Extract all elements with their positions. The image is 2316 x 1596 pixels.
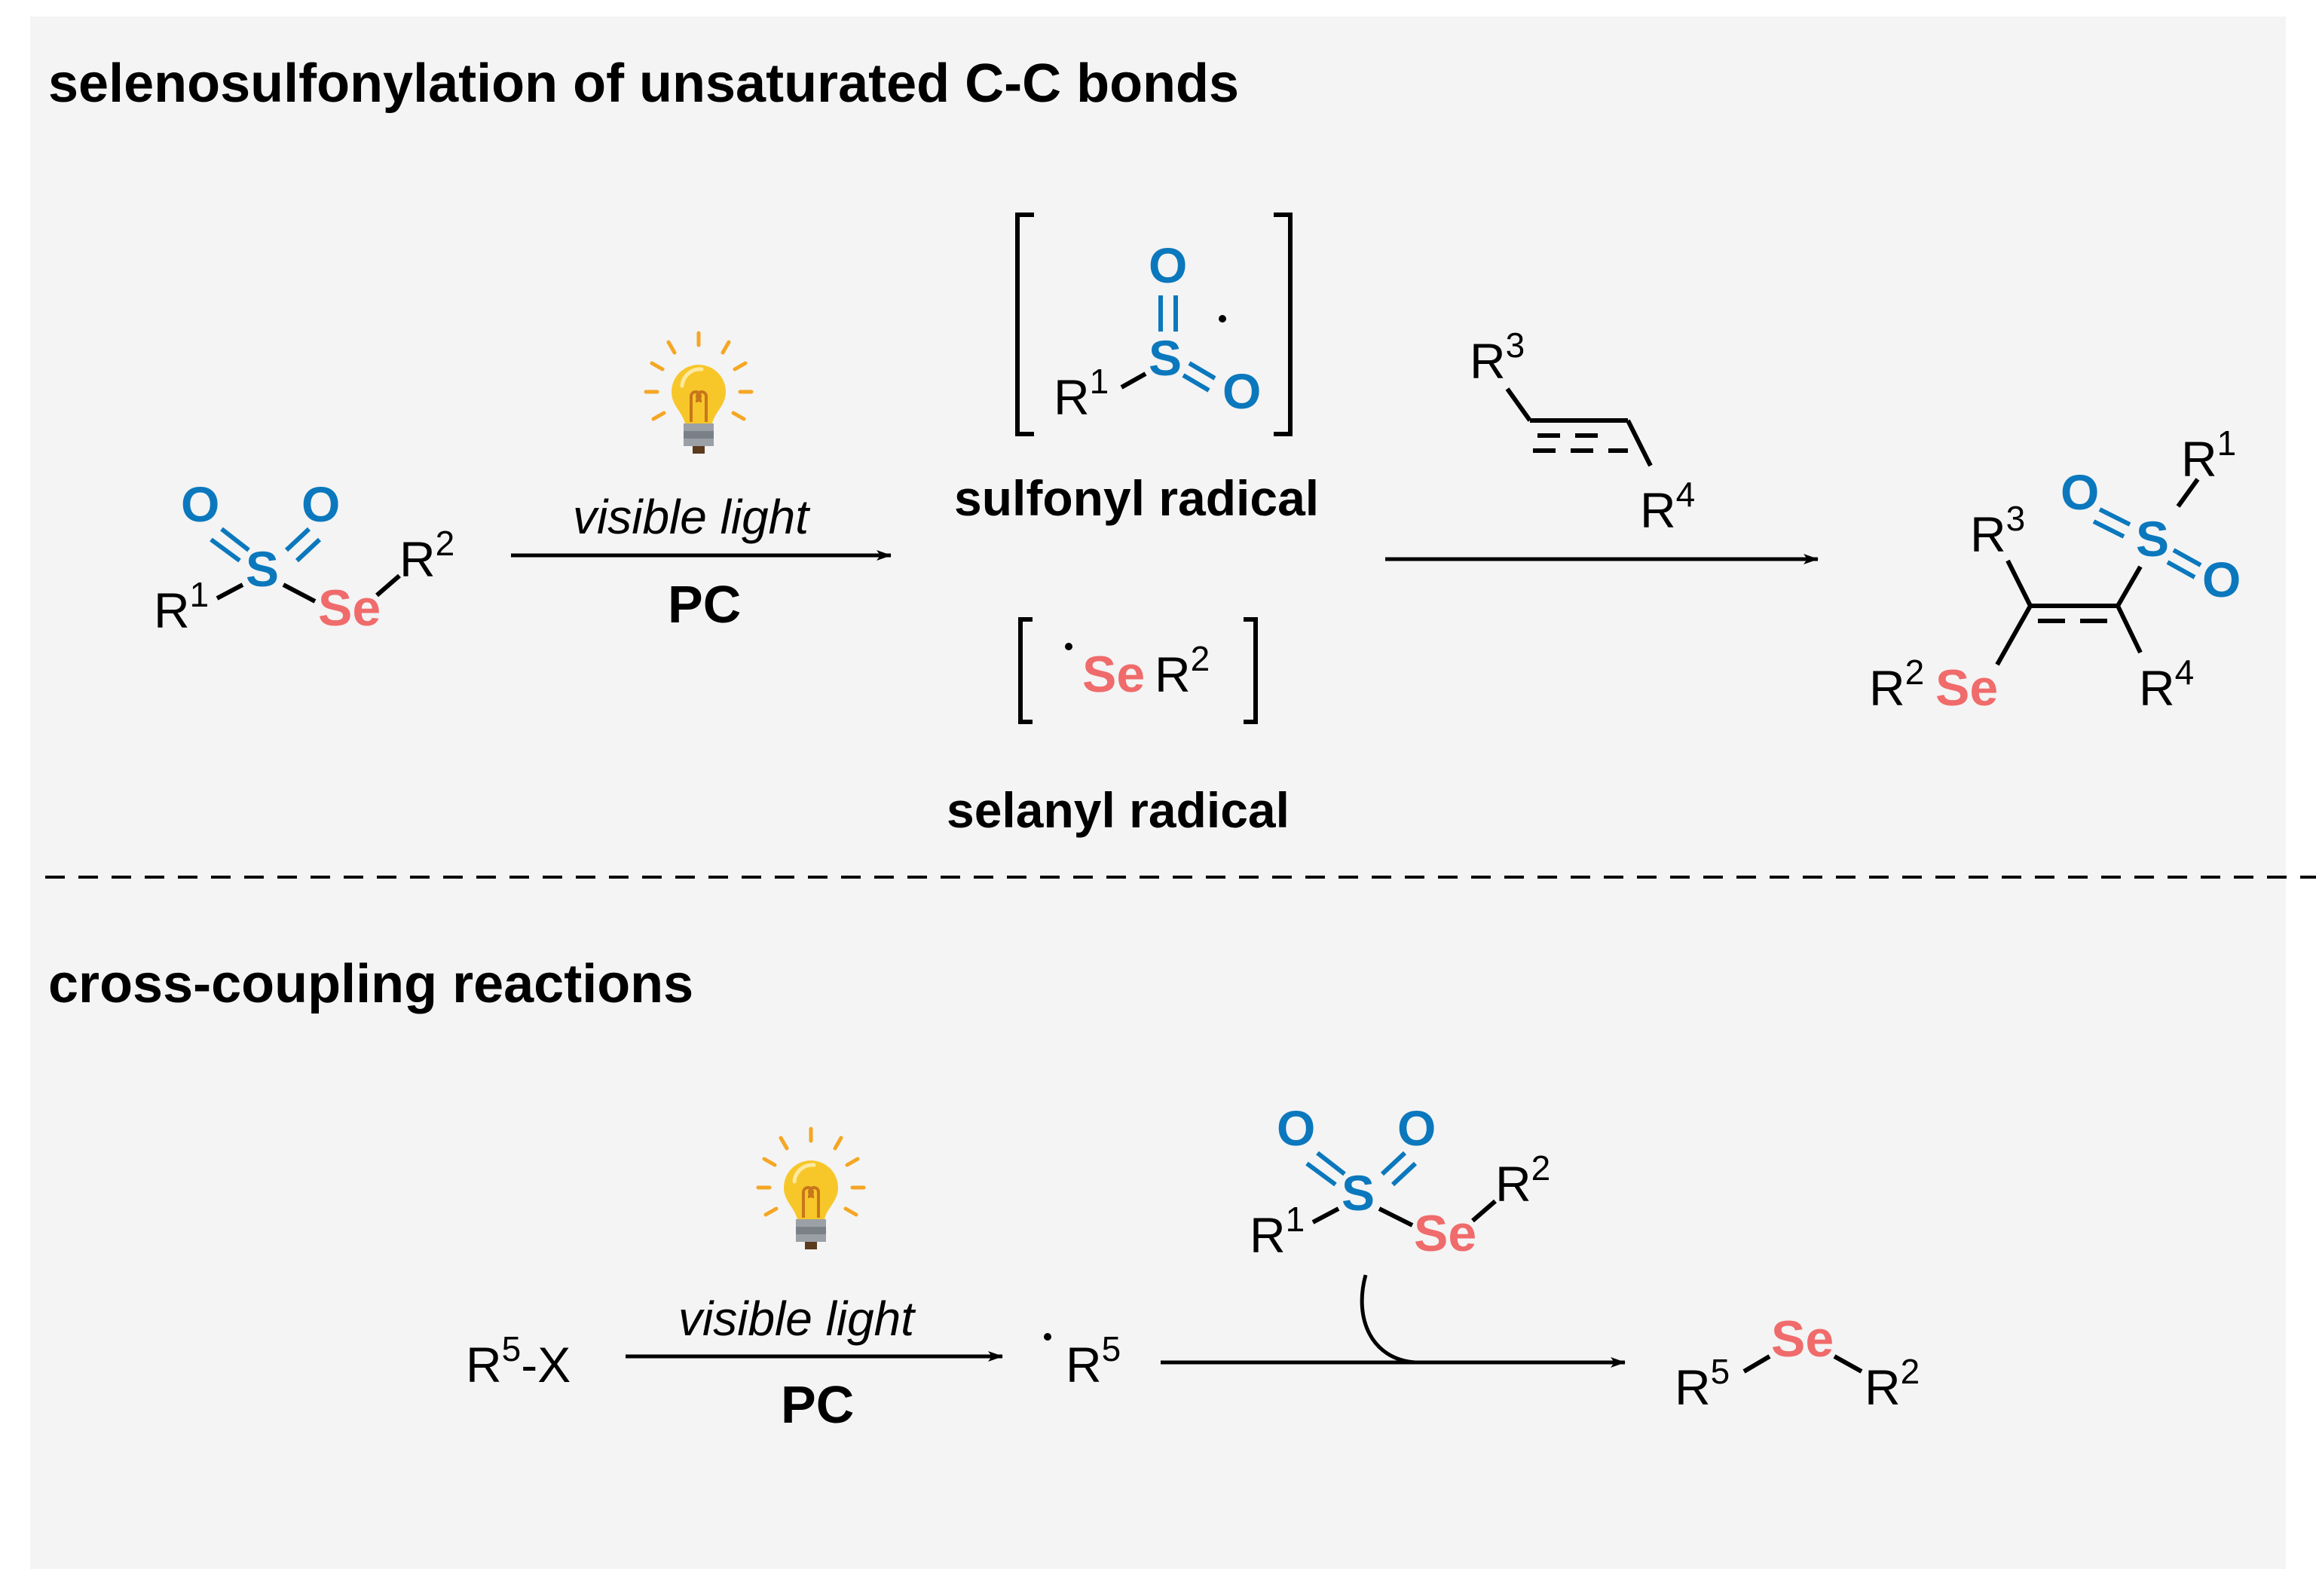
svg-text:Se: Se (1771, 1310, 1834, 1368)
svg-text:R3: R3 (1970, 499, 2025, 562)
svg-text:R2: R2 (1155, 639, 1210, 702)
svg-text:R2: R2 (1869, 653, 1924, 716)
sulfonyl-radical: O S R1 O sulfonyl radical (954, 212, 1319, 526)
svg-text:sulfonyl radical: sulfonyl radical (954, 470, 1319, 526)
svg-text:Se: Se (318, 579, 381, 637)
svg-text:R2: R2 (1495, 1148, 1550, 1212)
selenosulfonate-reagent: O O S R1 Se R2 (1250, 1100, 1550, 1263)
svg-text:PC: PC (781, 1375, 854, 1434)
svg-text:R1: R1 (2181, 423, 2236, 487)
svg-text:Se: Se (1935, 659, 1998, 717)
svg-text:visible light: visible light (678, 1292, 916, 1346)
svg-text:visible light: visible light (573, 490, 810, 544)
svg-text:R3: R3 (1470, 326, 1525, 389)
svg-text:O: O (2202, 552, 2241, 607)
svg-text:O: O (1222, 363, 1261, 419)
svg-text:O: O (181, 476, 219, 532)
svg-text:R1: R1 (1054, 362, 1109, 425)
unsaturated-substrate: R3 R4 (1470, 326, 1695, 538)
svg-text:O: O (1277, 1100, 1315, 1156)
svg-text:R1: R1 (1250, 1200, 1305, 1263)
svg-text:S: S (246, 541, 279, 597)
vinyl-sulfone-product: R3 R2 Se S O O R1 R4 (1869, 423, 2241, 717)
section1-title: selenosulfonylation of unsaturated C-C b… (48, 54, 1239, 114)
selanyl-radical: Se R2 selanyl radical (947, 617, 1290, 838)
selenide-product: R5 Se R2 (1675, 1310, 1920, 1415)
svg-text:S: S (1342, 1165, 1375, 1221)
svg-text:PC: PC (668, 575, 741, 634)
svg-text:R2: R2 (399, 524, 454, 587)
svg-text:Se: Se (1082, 646, 1145, 703)
svg-text:selanyl radical: selanyl radical (947, 782, 1290, 838)
svg-text:Se: Se (1414, 1205, 1476, 1262)
svg-text:R4: R4 (2139, 653, 2194, 716)
svg-text:S: S (2136, 511, 2169, 567)
alkyl-radical: R5 (1066, 1329, 1121, 1393)
svg-text:O: O (301, 476, 340, 532)
svg-text:R5: R5 (1675, 1352, 1730, 1415)
svg-text:R1: R1 (154, 575, 209, 638)
svg-text:S: S (1149, 330, 1182, 386)
svg-text:R2: R2 (1865, 1352, 1920, 1415)
svg-text:O: O (2061, 464, 2099, 520)
selenosulfonate-reactant: R1 S O O Se R2 (154, 476, 454, 638)
svg-text:O: O (1397, 1100, 1436, 1156)
background-panel (30, 17, 2286, 1569)
reagent-entry-curve (1360, 1274, 1416, 1365)
alkyl-halide: R5-X (466, 1329, 571, 1393)
section2-title: cross-coupling reactions (48, 954, 693, 1014)
svg-text:R4: R4 (1640, 475, 1695, 538)
svg-text:O: O (1149, 237, 1187, 293)
